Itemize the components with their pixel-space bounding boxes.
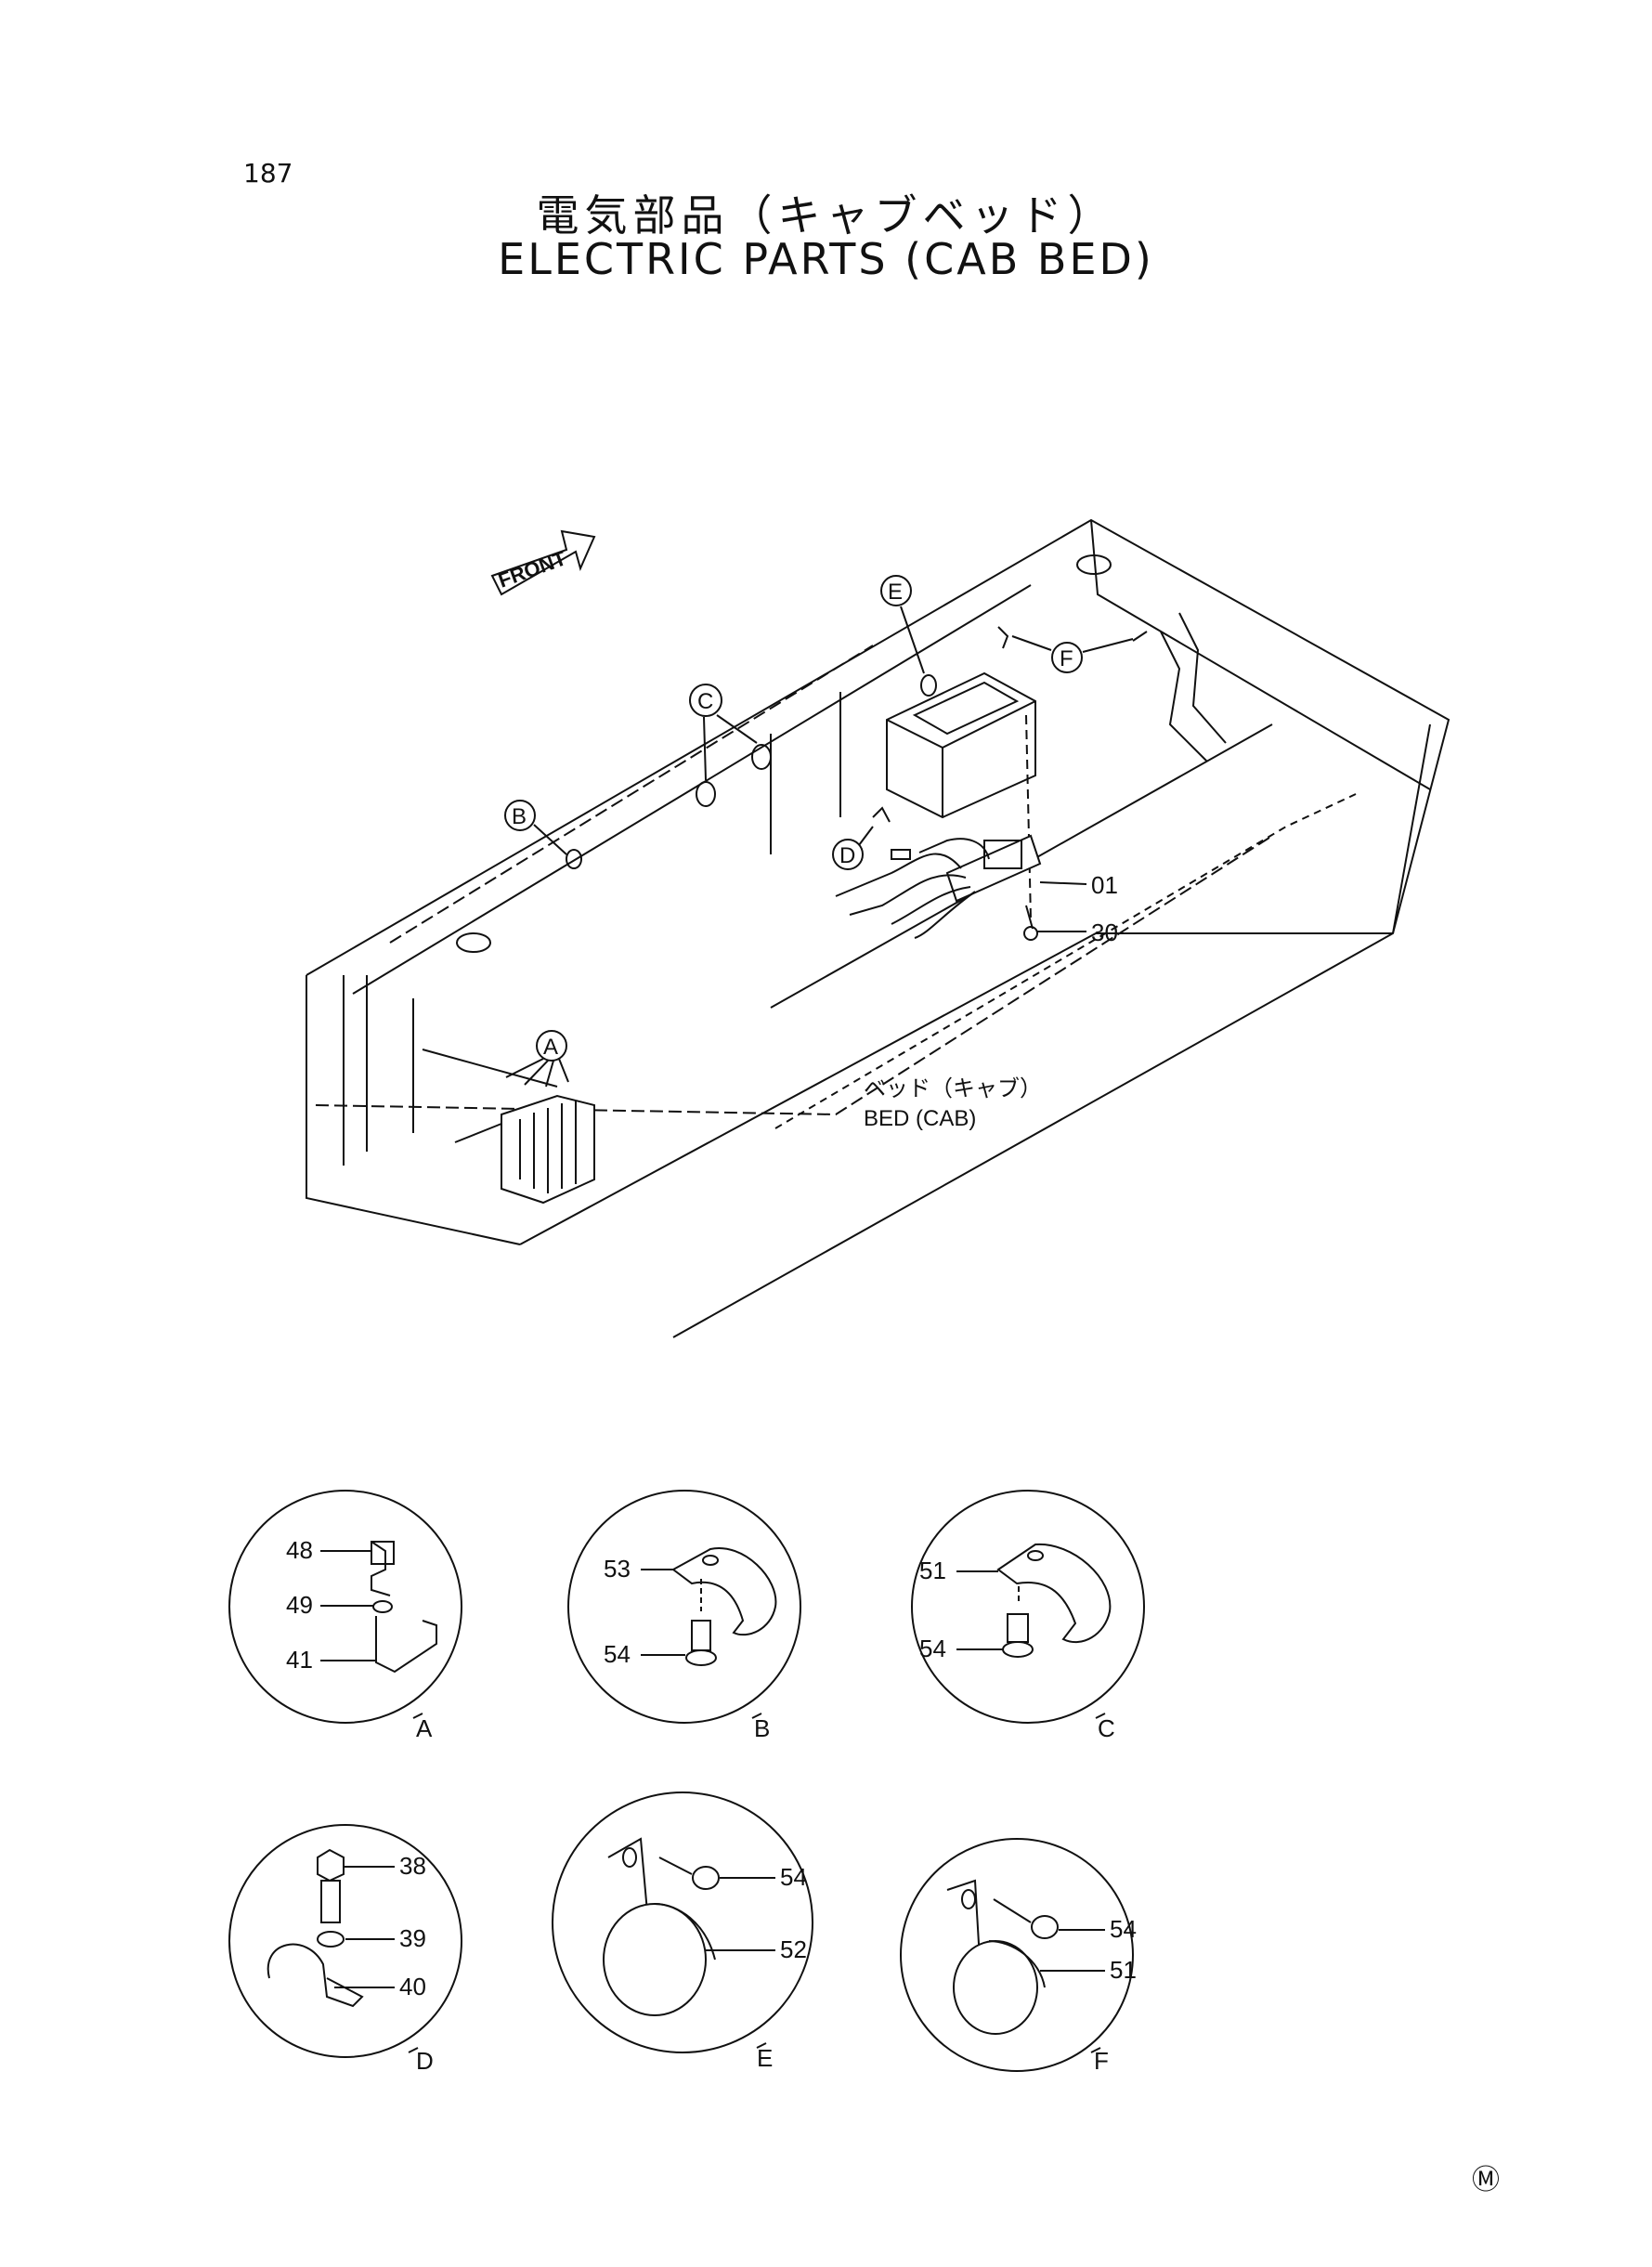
callout-c: C bbox=[697, 689, 713, 714]
bed-label-english: BED (CAB) bbox=[864, 1106, 976, 1131]
page-title-english: ELECTRIC PARTS (CAB BED) bbox=[498, 234, 1154, 284]
page-title-japanese: 電気部品（キャブベッド） bbox=[536, 190, 1116, 241]
detail-b-label: B bbox=[754, 1714, 770, 1742]
detail-b-part-54: 54 bbox=[604, 1640, 631, 1668]
detail-c bbox=[911, 1490, 1145, 1724]
detail-a-part-49: 49 bbox=[286, 1591, 313, 1619]
detail-a bbox=[228, 1490, 462, 1724]
terminal-block bbox=[422, 1049, 595, 1205]
detail-b bbox=[567, 1490, 801, 1724]
callout-b: B bbox=[512, 804, 527, 829]
detail-d-part-38: 38 bbox=[399, 1852, 426, 1880]
detail-d-part-39: 39 bbox=[399, 1924, 426, 1952]
front-arrow-label: FRONT bbox=[495, 546, 569, 593]
detail-a-label: A bbox=[416, 1714, 433, 1742]
detail-e-label: E bbox=[757, 2044, 773, 2072]
detail-c-label: C bbox=[1098, 1714, 1115, 1742]
detail-c-part-51: 51 bbox=[919, 1557, 946, 1584]
m-symbol: Ⓜ bbox=[1472, 2164, 1500, 2196]
detail-f-part-54: 54 bbox=[1110, 1915, 1137, 1943]
callout-e: E bbox=[888, 580, 903, 605]
part-number-01: 01 bbox=[1091, 871, 1118, 899]
detail-f-label: F bbox=[1094, 2047, 1109, 2075]
detail-f-part-51: 51 bbox=[1110, 1956, 1137, 1984]
electrical-box bbox=[886, 671, 1036, 920]
detail-d-part-40: 40 bbox=[399, 1973, 426, 2000]
callout-d: D bbox=[839, 843, 855, 868]
location-callouts bbox=[504, 575, 1134, 1088]
front-arrow: FRONT bbox=[490, 529, 596, 596]
detail-d bbox=[228, 1824, 462, 2058]
detail-f bbox=[900, 1838, 1134, 2072]
callout-a: A bbox=[543, 1035, 558, 1060]
callout-f: F bbox=[1060, 646, 1073, 671]
bed-label-japanese: ベッド（キャブ） bbox=[864, 1076, 1042, 1101]
detail-e-part-54: 54 bbox=[780, 1863, 807, 1891]
wire-harness bbox=[835, 834, 1042, 941]
detail-b-part-53: 53 bbox=[604, 1555, 631, 1583]
detail-c-part-54: 54 bbox=[919, 1635, 946, 1662]
detail-e bbox=[552, 1791, 813, 2053]
detail-a-part-48: 48 bbox=[286, 1536, 313, 1564]
part-number-30: 30 bbox=[1091, 919, 1118, 946]
detail-e-part-52: 52 bbox=[780, 1935, 807, 1963]
detail-d-label: D bbox=[416, 2047, 434, 2075]
cab-bed-frame bbox=[306, 518, 1450, 1338]
detail-a-part-41: 41 bbox=[286, 1646, 313, 1674]
page-number: 187 bbox=[243, 158, 293, 189]
